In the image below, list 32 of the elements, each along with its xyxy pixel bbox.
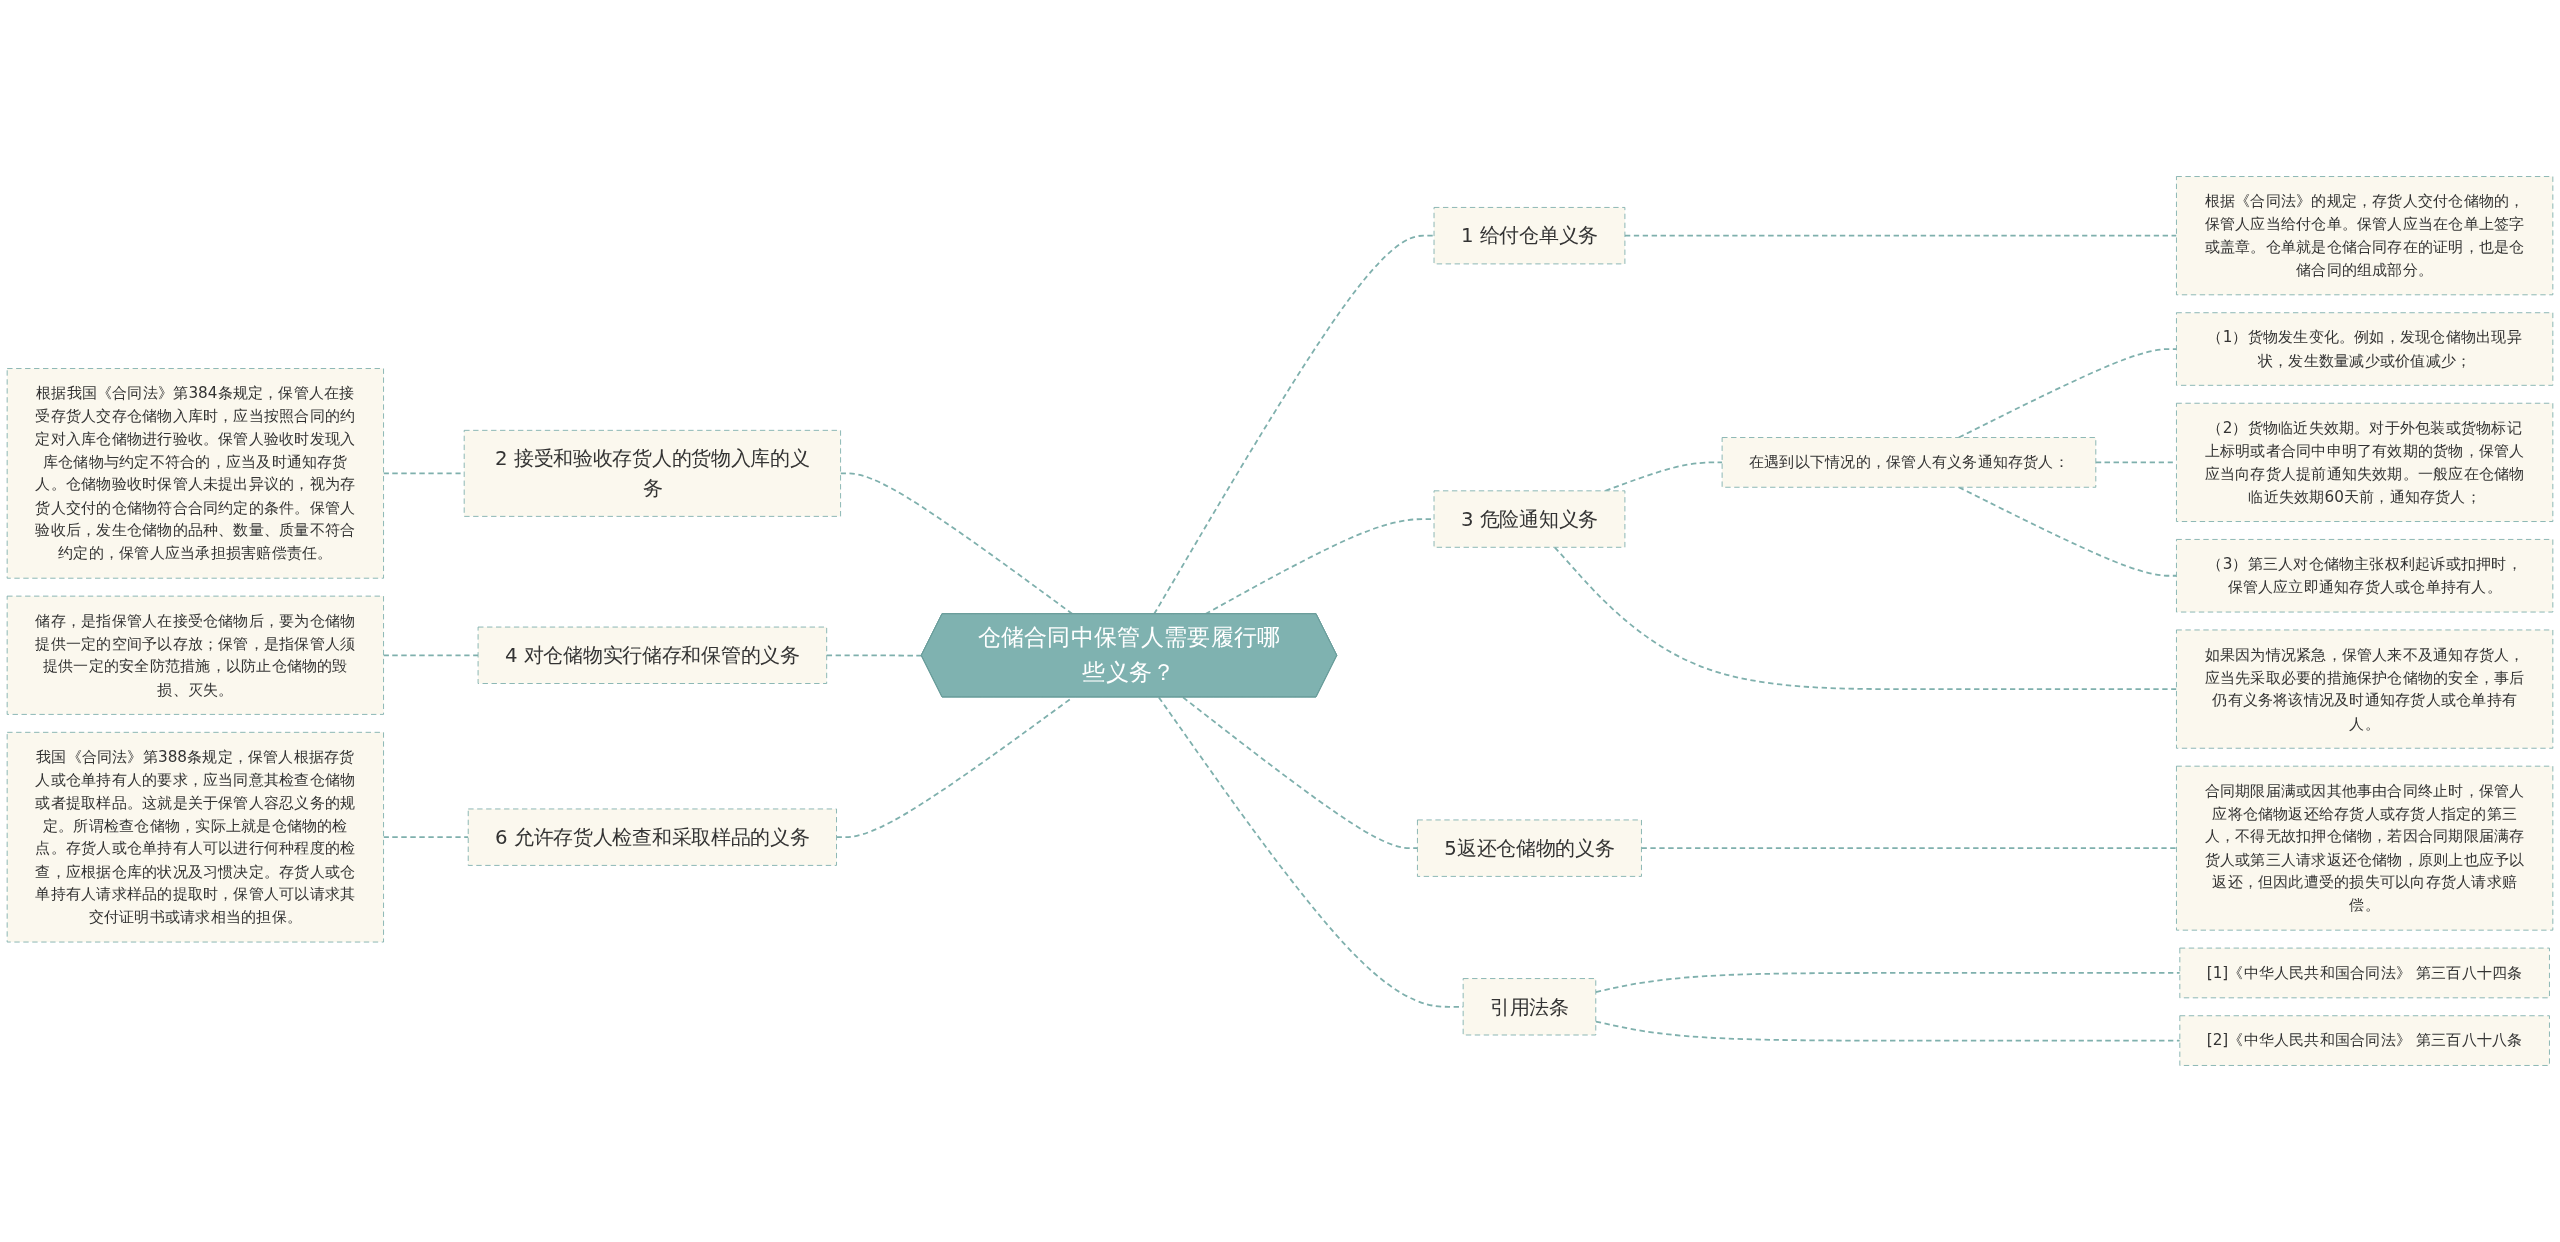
node-box: 根据我国《合同法》第384条规定，保管人在接受存货人交存仓储物入库时，应当按照合同的约定对入库仓储物进行验收。保管人验收时发现入库仓储物与约定不符合的，应当及时通知存货人。仓储物验收时保管人未提出异议的，视为存货人交付的仓储物符合合同约定的条件。保管人验收后，发生仓储物的品种、数量、质量不符合约定的，保管人应当承担损害赔偿责任。 [6, 368, 384, 579]
connector [1640, 847, 2178, 850]
node-box: 3 危险通知义务 [1433, 490, 1626, 548]
node-box: 5返还仓储物的义务 [1417, 819, 1642, 877]
node-box: 根据《合同法》的规定，存货人交付仓储物的，保管人应当给付仓单。保管人应当在仓单上签字或盖章。仓单就是仓储合同存在的证明，也是仓储合同的组成部分。 [2176, 176, 2554, 296]
connector [1624, 234, 2178, 237]
connector [825, 654, 923, 657]
node-box: 6 允许存货人检查和采取样品的义务 [467, 808, 837, 866]
node-box: 1 给付仓单义务 [1433, 207, 1626, 265]
connector [1182, 696, 1419, 850]
connector [1153, 234, 1435, 615]
connector [839, 472, 1074, 615]
connector [382, 654, 479, 657]
node-box: 引用法条 [1462, 978, 1597, 1036]
node-box: 我国《合同法》第388条规定，保管人根据存货人或仓单持有人的要求，应当同意其检查仓储物或者提取样品。这就是关于保管人容忍义务的规定。所谓检查仓储物，实际上就是仓储物的检点。存货人或仓单持有人可以进行何种程度的检查，应根据仓库的状况及习惯决定。存货人或仓单持有人请求样品的提取时，保管人可以请求其交付证明书或请求相当的担保。 [6, 731, 384, 943]
connector [1553, 546, 2178, 690]
node-box: 储存，是指保管人在接受仓储物后，要为仓储物提供一定的空间予以存放；保管，是指保管人须提供一定的安全防范措施，以防止仓储物的毁损、灭失。 [6, 595, 384, 715]
node-box: 2 接受和验收存货人的货物入库的义务 [463, 429, 841, 517]
connector [1594, 972, 2181, 993]
connector [1957, 486, 2178, 577]
node-box: 4 对仓储物实行储存和保管的义务 [477, 626, 828, 684]
node-box: 如果因为情况紧急，保管人来不及通知存货人，应当先采取必要的措施保护仓储物的安全，事后仍有义务将该情况及时通知存货人或仓单持有人。 [2176, 629, 2554, 749]
node-box: （3）第三人对仓储物主张权利起诉或扣押时，保管人应立即通知存货人或仓单持有人。 [2176, 539, 2554, 613]
connector [382, 836, 470, 839]
node-box: 在遇到以下情况的，保管人有义务通知存货人： [1721, 437, 2097, 488]
connector [1594, 1020, 2181, 1042]
node-box: 合同期限届满或因其他事由合同终止时，保管人应将仓储物返还给存货人或存货人指定的第三人，不得无故扣押仓储物，若因合同期限届满存货人或第三人请求返还仓储物，原则上也应予以返还，但因此遭受的损失可以向存货人请求赔偿。 [2176, 765, 2554, 931]
connector [1957, 348, 2178, 439]
node-box: （1）货物发生变化。例如，发现仓储物出现异状，发生数量减少或价值减少； [2176, 312, 2554, 386]
node-box: [1]《中华人民共和国合同法》 第三百八十四条 [2179, 947, 2550, 999]
node-box: [2]《中华人民共和国合同法》 第三百八十八条 [2179, 1015, 2550, 1066]
node-box: （2）货物临近失效期。对于外包装或货物标记上标明或者合同中申明了有效期的货物，保管人应当向存货人提前通知失效期。一般应在仓储物临近失效期60天前，通知存货人； [2176, 402, 2554, 522]
